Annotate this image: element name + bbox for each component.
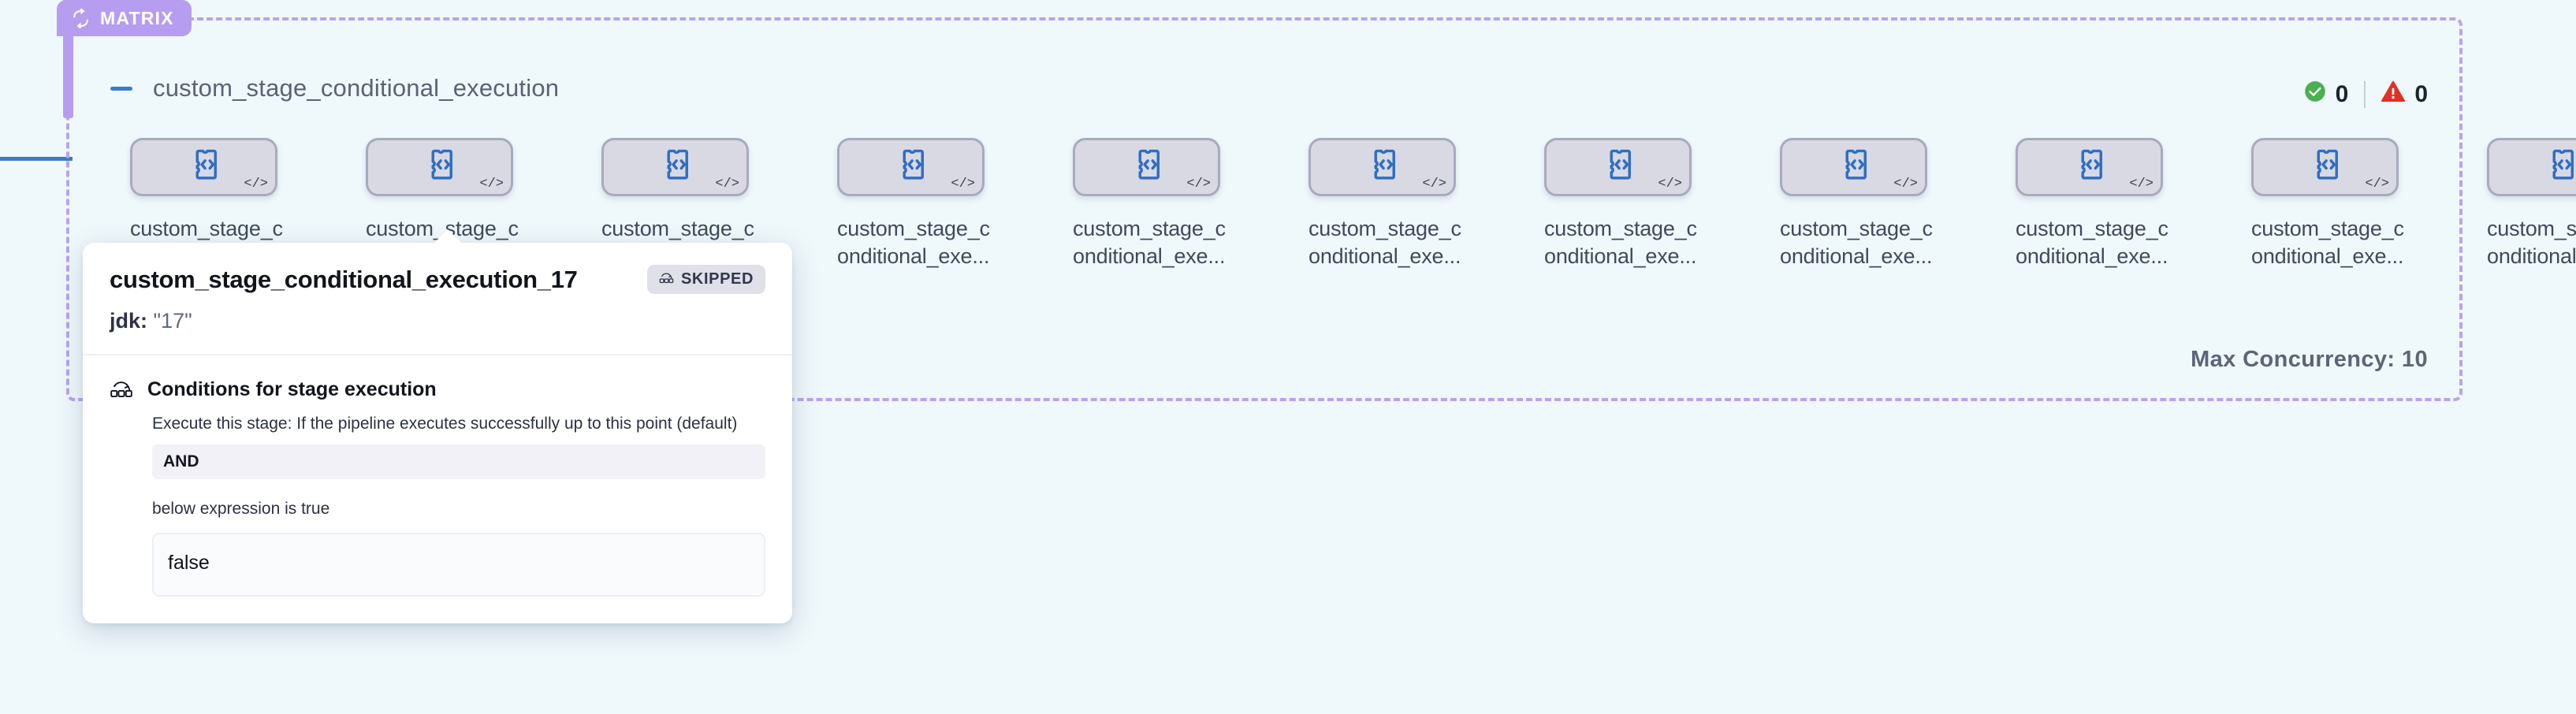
page-title: custom_stage_conditional_execution [153, 74, 560, 102]
code-brackets-icon: </> [2129, 177, 2153, 192]
stage-node-8[interactable]: </> custom_stage_c onditional_exe... [1780, 138, 1933, 270]
code-stage-icon [2544, 148, 2576, 185]
warning-count: 0 [2414, 81, 2428, 107]
tooltip-header: custom_stage_conditional_execution_17 SK… [83, 243, 792, 355]
stage-node-box[interactable]: </> [1308, 138, 1456, 196]
code-brackets-icon: </> [244, 177, 268, 192]
success-count: 0 [2335, 81, 2349, 107]
code-stage-icon [187, 148, 221, 185]
code-brackets-icon: </> [1658, 177, 1682, 192]
matrix-group: MATRIX custom_stage_conditional_executio… [57, 0, 2462, 401]
code-brackets-icon: </> [479, 177, 504, 192]
stage-node-box[interactable]: </> [1073, 138, 1220, 196]
minus-icon[interactable] [107, 74, 136, 102]
check-circle-icon [2304, 80, 2326, 109]
code-brackets-icon: </> [715, 177, 739, 192]
conditional-skip-icon [659, 270, 674, 288]
stage-node-box[interactable]: </> [837, 138, 985, 196]
stage-node-box[interactable]: </> [1780, 138, 1927, 196]
stage-node-label: custom_stage_c onditional_exe... [837, 217, 990, 268]
stage-node-label: custom_stage_c onditional_exe... [1780, 217, 1933, 268]
tooltip-body: Conditions for stage execution Execute t… [83, 355, 792, 623]
stage-node-7[interactable]: </> custom_stage_c onditional_exe... [1544, 138, 1697, 270]
expression-label: below expression is true [152, 500, 330, 518]
stage-node-label: custom_stage_c onditional_exe... [2487, 217, 2576, 268]
stage-node-label: custom_stage_c onditional_exe... [1308, 217, 1461, 268]
group-header: custom_stage_conditional_execution [107, 74, 559, 102]
code-stage-icon [658, 148, 693, 185]
stage-node-label: custom_stage_c onditional_exe... [1544, 217, 1697, 268]
expression-value: false [152, 533, 765, 597]
code-brackets-icon: </> [1186, 177, 1211, 192]
conditions-description: Execute this stage: If the pipeline exec… [152, 415, 738, 433]
success-counter: 0 [2304, 80, 2349, 109]
counter-divider [2364, 81, 2366, 108]
stage-node-box[interactable]: </> [2251, 138, 2399, 196]
stage-node-box[interactable]: </> [366, 138, 513, 196]
tooltip-matrix-axis: jdk: "17" [110, 309, 765, 333]
stage-node-box[interactable]: </> [2016, 138, 2163, 196]
stage-node-box[interactable]: </> [1544, 138, 1692, 196]
max-concurrency-label: Max Concurrency: 10 [2191, 347, 2428, 372]
condition-operator: AND [152, 444, 765, 479]
conditions-header: Conditions for stage execution [110, 377, 765, 402]
code-stage-icon [1837, 148, 1871, 185]
matrix-badge[interactable]: MATRIX [57, 0, 192, 36]
tooltip-title: custom_stage_conditional_execution_17 [110, 265, 578, 293]
code-stage-icon [894, 148, 929, 185]
code-brackets-icon: </> [1893, 177, 1918, 192]
stage-node-11[interactable]: </> custom_stage_c onditional_exe... [2487, 138, 2576, 270]
stage-node-box[interactable]: </> [2487, 138, 2576, 196]
code-brackets-icon: </> [2365, 177, 2389, 192]
stage-node-5[interactable]: </> custom_stage_c onditional_exe... [1073, 138, 1226, 270]
stage-node-9[interactable]: </> custom_stage_c onditional_exe... [2016, 138, 2168, 270]
stage-node-box[interactable]: </> [130, 138, 277, 196]
matrix-badge-label: MATRIX [100, 7, 174, 28]
matrix-axis-key: jdk: [110, 309, 148, 333]
stage-node-10[interactable]: </> custom_stage_c onditional_exe... [2251, 138, 2404, 270]
matrix-axis-value: "17" [153, 309, 192, 333]
tooltip-arrow [434, 229, 462, 244]
stage-tooltip: custom_stage_conditional_execution_17 SK… [83, 229, 792, 623]
conditions-title: Conditions for stage execution [147, 378, 437, 400]
status-badge: SKIPPED [646, 265, 765, 294]
code-stage-icon [2072, 148, 2107, 185]
status-counters: 0 0 [2304, 80, 2428, 109]
stage-node-label: custom_stage_c onditional_exe... [1073, 217, 1226, 268]
code-stage-icon [1601, 148, 1636, 185]
stage-node-label: custom_stage_c onditional_exe... [2016, 217, 2168, 268]
matrix-group-border [66, 17, 2462, 401]
code-brackets-icon: </> [1422, 177, 1446, 192]
loop-icon [71, 8, 91, 28]
stage-node-4[interactable]: </> custom_stage_c onditional_exe... [837, 138, 990, 270]
conditional-skip-icon [110, 377, 133, 402]
code-stage-icon [1365, 148, 1400, 185]
incoming-edge [0, 157, 73, 161]
stage-node-box[interactable]: </> [601, 138, 749, 196]
code-stage-icon [423, 148, 457, 185]
stage-node-label: custom_stage_c onditional_exe... [2251, 217, 2404, 268]
code-brackets-icon: </> [951, 177, 975, 192]
code-stage-icon [2308, 148, 2343, 185]
code-stage-icon [1130, 148, 1164, 185]
warning-counter: 0 [2381, 80, 2428, 109]
status-badge-label: SKIPPED [680, 270, 754, 288]
stage-node-6[interactable]: </> custom_stage_c onditional_exe... [1308, 138, 1461, 270]
warning-triangle-icon [2381, 80, 2406, 109]
